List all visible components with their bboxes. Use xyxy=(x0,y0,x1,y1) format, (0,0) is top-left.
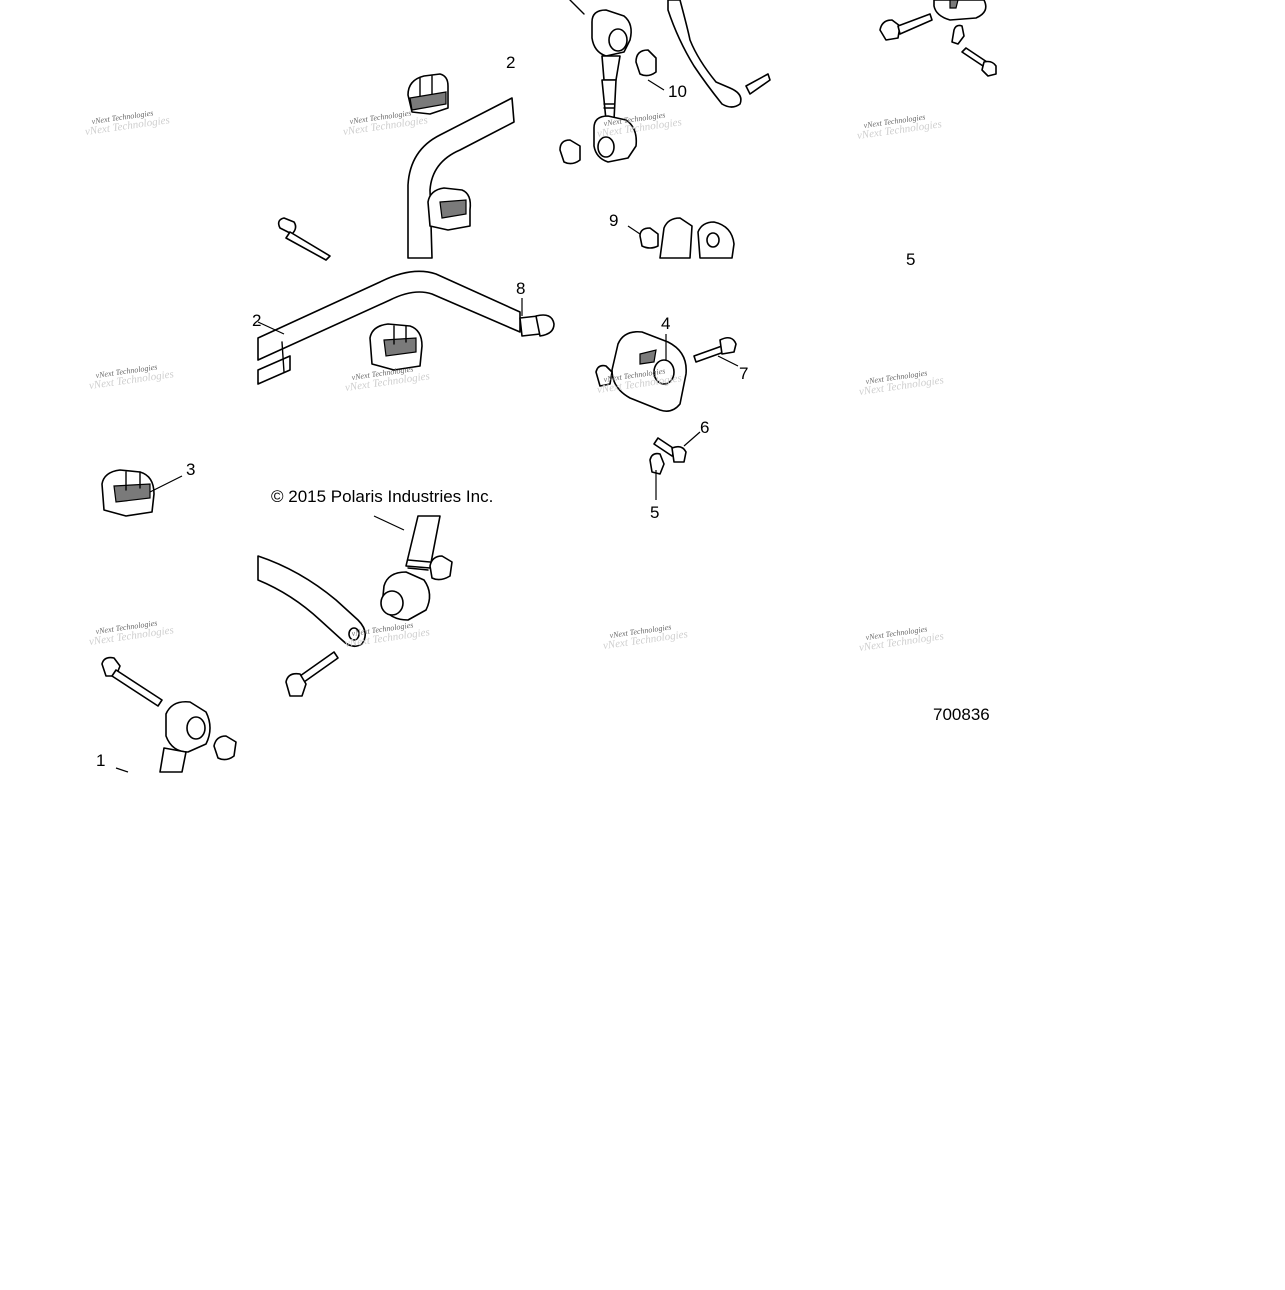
nut-lower-link xyxy=(429,555,453,581)
bar-end-lower xyxy=(257,555,366,648)
nut-9 xyxy=(639,227,659,249)
callout-5-lower: 5 xyxy=(650,503,659,522)
figure-number: 700836 xyxy=(933,705,990,724)
bushing-mid xyxy=(427,187,472,231)
callout-10: 10 xyxy=(668,82,687,101)
leader-lines xyxy=(115,79,739,773)
nut-10 xyxy=(635,49,657,77)
callout-7: 7 xyxy=(739,364,748,383)
bushing-3 xyxy=(101,469,155,517)
bolt-lower-left xyxy=(101,656,163,707)
clamp-lower xyxy=(659,217,735,259)
bolt-top-right xyxy=(879,13,933,41)
fitting-top-right xyxy=(951,24,965,45)
bolt-top-right-lower xyxy=(961,47,997,77)
nut-left xyxy=(559,139,581,165)
bolt-upper-left xyxy=(277,217,331,261)
callout-2-top: 2 xyxy=(506,53,515,72)
callout-labels: 1 2 2 3 4 5 5 6 7 8 9 10 xyxy=(96,53,915,770)
arm-right xyxy=(667,0,771,108)
bolt-6 xyxy=(653,437,687,463)
bracket-4 xyxy=(611,330,687,412)
nut-link-1 xyxy=(213,735,237,761)
callout-1: 1 xyxy=(96,751,105,770)
stabilizer-link-upper xyxy=(569,0,638,163)
callout-4: 4 xyxy=(661,314,670,333)
callout-9: 9 xyxy=(609,211,618,230)
fitting-5 xyxy=(649,452,665,475)
link-1 xyxy=(159,700,211,773)
copyright-notice: © 2015 Polaris Industries Inc. xyxy=(271,487,493,506)
sway-bar-center xyxy=(257,270,521,385)
bushing-top xyxy=(407,73,449,115)
bracket-top-right xyxy=(933,0,987,21)
nut-4-left xyxy=(595,364,613,387)
bolt-8 xyxy=(519,314,555,337)
bushing-center xyxy=(369,323,423,371)
callout-3: 3 xyxy=(186,460,195,479)
callout-8: 8 xyxy=(516,279,525,298)
bolt-lower-center xyxy=(285,651,339,697)
stabilizer-link-lower xyxy=(380,515,441,621)
callout-6: 6 xyxy=(700,418,709,437)
bolt-7 xyxy=(693,336,737,363)
callout-2-center: 2 xyxy=(252,311,261,330)
sway-bar-upper-segment xyxy=(407,97,515,259)
callout-5-right: 5 xyxy=(906,250,915,269)
